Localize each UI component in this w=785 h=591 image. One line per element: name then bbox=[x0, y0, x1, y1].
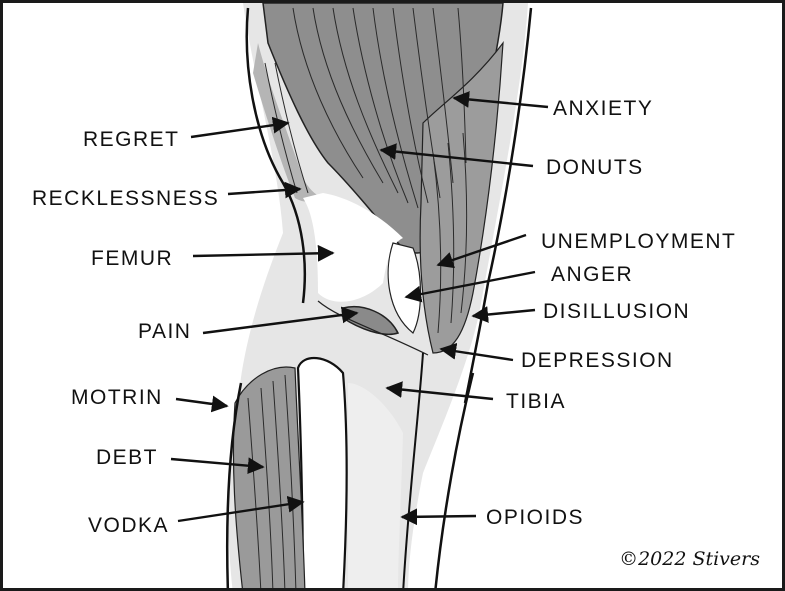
label-disillusion: DISILLUSION bbox=[543, 300, 691, 323]
thigh-outline-left bbox=[245, 7, 307, 304]
label-pain: PAIN bbox=[138, 320, 192, 343]
femur-bone bbox=[303, 193, 403, 302]
label-debt: DEBT bbox=[96, 446, 159, 469]
calf-fibres bbox=[247, 374, 297, 588]
label-anxiety: ANXIETY bbox=[553, 97, 654, 120]
muscle-fibres bbox=[264, 7, 468, 334]
calf-outline bbox=[225, 382, 243, 588]
label-vodka: VODKA bbox=[88, 514, 170, 537]
label-tibia: TIBIA bbox=[506, 390, 567, 413]
label-depression: DEPRESSION bbox=[521, 349, 674, 372]
tibia-bone bbox=[296, 356, 348, 588]
label-femur: FEMUR bbox=[91, 247, 174, 270]
label-arrows bbox=[170, 91, 549, 526]
label-anger: ANGER bbox=[551, 263, 634, 286]
label-opioids: OPIOIDS bbox=[486, 506, 585, 529]
tibia-inner-shading bbox=[348, 383, 403, 588]
knee-illustration bbox=[170, 3, 549, 588]
tibia-right-outline bbox=[402, 352, 424, 588]
thigh-outline-right bbox=[463, 7, 533, 404]
calf-muscle bbox=[232, 366, 306, 588]
label-donuts: DONUTS bbox=[546, 156, 644, 179]
left-thigh-band bbox=[253, 43, 323, 202]
label-motrin: MOTRIN bbox=[71, 386, 163, 409]
artist-signature: ©2022 Stivers bbox=[619, 548, 760, 570]
ligament-line bbox=[317, 300, 429, 356]
label-recklessness: RECKLESSNESS bbox=[32, 187, 220, 210]
label-unemployment: UNEMPLOYMENT bbox=[541, 230, 737, 253]
label-regret: REGRET bbox=[83, 128, 180, 151]
